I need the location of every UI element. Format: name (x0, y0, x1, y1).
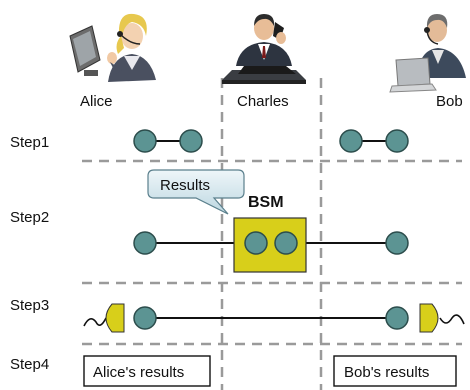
step3-label: Step3 (10, 297, 49, 314)
bsm-qubit-node (244, 231, 268, 255)
bob-results-text: Bob's results (344, 364, 429, 381)
alice-detector-wire (83, 317, 107, 327)
alice-detector-icon (105, 303, 125, 333)
step1-pairs (133, 129, 409, 153)
alice-results-box (83, 355, 211, 387)
step2-label: Step2 (10, 209, 49, 226)
step1-label: Step1 (10, 134, 49, 151)
callout-bubble (147, 169, 245, 215)
step2-bsm: BSM (133, 194, 409, 273)
charles-illustration (222, 14, 306, 84)
results-callout: Results (147, 169, 245, 215)
bob-qubit-node (385, 306, 409, 330)
bob-label: Bob (436, 93, 463, 110)
alice-sent-qubit-node (179, 129, 203, 153)
bob-qubit-node (385, 231, 409, 255)
bob-results-box (333, 355, 457, 387)
bob-detector-wire (439, 314, 465, 325)
alice-qubit-node (133, 129, 157, 153)
vertical-dividers (220, 78, 323, 390)
bob-illustration (389, 14, 466, 93)
step3-measure (83, 303, 465, 333)
charles-label: Charles (237, 93, 289, 110)
bob-sent-qubit-node (339, 129, 363, 153)
bob-detector-icon (419, 303, 439, 333)
step4-label: Step4 (10, 356, 49, 373)
alice-illustration (69, 13, 156, 82)
alice-qubit-node (133, 306, 157, 330)
step4-results: Alice's results Bob's results (83, 355, 457, 387)
bsm-label: BSM (248, 194, 284, 211)
bob-qubit-node (385, 129, 409, 153)
alice-label: Alice (80, 93, 113, 110)
alice-qubit-node (133, 231, 157, 255)
alice-results-text: Alice's results (93, 364, 184, 381)
horizontal-dividers (82, 159, 462, 346)
bsm-qubit-node (274, 231, 298, 255)
callout-text: Results (160, 177, 210, 194)
